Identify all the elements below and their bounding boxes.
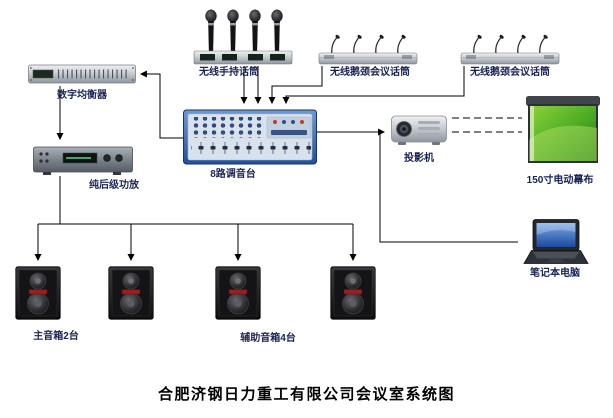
- laptop-icon: [523, 219, 589, 264]
- aux-speakers-label: 辅助音箱4台: [240, 333, 296, 344]
- amplifier-label: 纯后级功放: [89, 180, 139, 191]
- equalizer-device: [28, 62, 136, 86]
- diagram-title: 合肥济钢日力重工有限公司会议室系统图: [157, 386, 455, 403]
- gooseneck-mics-2-device: [460, 32, 560, 66]
- speaker-icon: [108, 266, 154, 320]
- aux-speaker-1-device: [215, 266, 261, 320]
- mixer-label: 8路调音台: [210, 169, 256, 180]
- wire-gooseneck2-to-mixer: [282, 66, 465, 105]
- mixing-console-icon: [183, 109, 317, 165]
- gooseneck-mics-1-device: [318, 32, 418, 66]
- speaker-icon: [330, 266, 376, 320]
- handheld-microphones-icon: [193, 9, 293, 65]
- projector-label: 投影机: [404, 153, 434, 164]
- amplifier-device: [33, 144, 133, 176]
- wire-mixer-to-equalizer: [139, 70, 183, 139]
- screen-label: 150寸电动幕布: [526, 175, 594, 186]
- wire-gooseneck1-to-mixer: [268, 66, 323, 105]
- handheld-mics-device: [193, 6, 293, 66]
- gooseneck-microphones-icon: [318, 32, 418, 66]
- equalizer-label: 数字均衡器: [57, 90, 107, 101]
- amplifier-rack-icon: [33, 146, 133, 175]
- projector-icon: [391, 115, 447, 145]
- mixer-device: [183, 108, 317, 166]
- gooseneck-mics-1-label: 无线鹅颈会议话筒: [330, 67, 410, 78]
- main-speaker-2-device: [108, 266, 154, 320]
- speaker-icon: [15, 266, 61, 320]
- wire-laptop-to-projector: [379, 133, 518, 243]
- laptop-label: 笔记本电脑: [530, 268, 580, 279]
- speaker-icon: [215, 266, 261, 320]
- gooseneck-microphones-icon: [460, 32, 560, 66]
- projection-screen-device: [526, 96, 600, 166]
- projector-device: [390, 110, 448, 150]
- laptop-device: [518, 218, 592, 266]
- equalizer-rack-icon: [28, 64, 136, 84]
- gooseneck-mics-2-label: 无线鹅颈会议话筒: [470, 67, 550, 78]
- main-speaker-1-device: [15, 266, 61, 320]
- aux-speaker-2-device: [330, 266, 376, 320]
- main-speakers-label: 主音箱2台: [33, 331, 79, 342]
- handheld-mics-label: 无线手持话筒: [199, 67, 259, 78]
- projection-screen-icon: [526, 96, 600, 163]
